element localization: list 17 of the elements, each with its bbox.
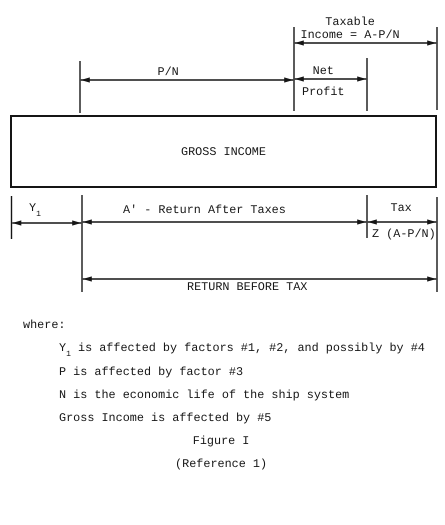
note-heading: where: <box>23 318 66 332</box>
dimension-label: A' - Return After Taxes <box>123 203 286 217</box>
dimension-label: Profit <box>302 85 344 99</box>
dimension-label: Tax <box>390 201 412 215</box>
dimension-label: Y$_{1}$ <box>29 201 41 215</box>
note-text: Gross Income is affected by #5 <box>59 411 272 425</box>
dimension-label: P/N <box>158 65 179 79</box>
dimension-label: Z (A-P/N) <box>372 227 436 241</box>
figure-caption: Figure I (Reference 1) <box>174 433 268 473</box>
note-text: N is the economic life of the ship system <box>59 388 350 402</box>
dimension-label: Taxable Income = A-P/N <box>300 16 400 41</box>
dimension-label: Net <box>312 64 334 78</box>
note-text: Y$_{1}$ is affected by factors #1, #2, and possibly by #4 <box>59 341 425 355</box>
dimension-label: RETURN BEFORE TAX <box>187 280 308 294</box>
box-label: GROSS INCOME <box>181 144 266 158</box>
note-text: P is affected by factor #3 <box>59 365 244 379</box>
income-box <box>10 115 437 188</box>
